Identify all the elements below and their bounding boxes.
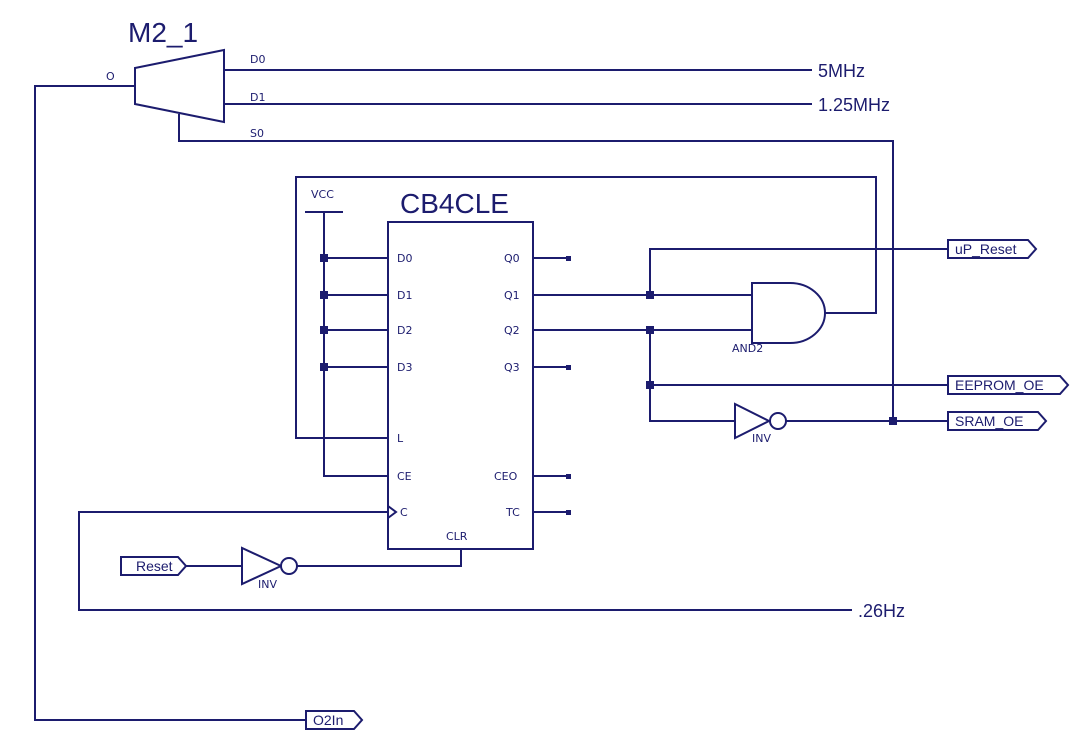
mux-pin-s0: S0 — [250, 127, 264, 140]
junction-dot — [646, 326, 654, 334]
and-gate-label: AND2 — [732, 342, 763, 355]
port-label-reset: Reset — [136, 558, 173, 574]
mux-m2-1: M2_1 O D0 D1 S0 — [106, 17, 265, 140]
port-shape — [947, 411, 1048, 431]
counter-pin-d0: D0 — [397, 252, 412, 265]
counter-pin-q0: Q0 — [504, 252, 520, 265]
terminal-q3 — [566, 365, 571, 370]
mux-pin-o: O — [106, 70, 115, 83]
mux-pin-d0: D0 — [250, 53, 265, 66]
counter-pin-d1: D1 — [397, 289, 412, 302]
port-eeprom-oe[interactable]: EEPROM_OE — [947, 375, 1070, 395]
mux-body — [134, 48, 225, 124]
and2-gate: AND2 — [732, 282, 826, 355]
port-label-eeprom-oe: EEPROM_OE — [955, 377, 1044, 393]
counter-pin-d2: D2 — [397, 324, 412, 337]
inverter-label: INV — [752, 432, 771, 445]
junction-dot — [889, 417, 897, 425]
vcc-source: VCC — [305, 188, 388, 477]
counter-pin-l: L — [397, 432, 404, 445]
mux-title: M2_1 — [128, 17, 198, 48]
port-reset[interactable]: Reset — [120, 556, 188, 576]
inverter-sram: INV — [734, 402, 787, 445]
counter-body — [387, 221, 534, 550]
port-sram-oe[interactable]: SRAM_OE — [947, 411, 1048, 431]
net-clr — [297, 549, 462, 567]
port-shape — [120, 556, 188, 576]
net-label-26hz: .26Hz — [858, 601, 905, 621]
net-label-1-25mhz: 1.25MHz — [818, 95, 890, 115]
terminal-q0 — [566, 256, 571, 261]
net-label-5mhz: 5MHz — [818, 61, 865, 81]
inverter-label: INV — [258, 578, 277, 591]
net-up-reset — [649, 248, 948, 295]
port-shape — [947, 239, 1038, 259]
counter-title: CB4CLE — [400, 188, 509, 219]
net-clock-26hz — [78, 511, 852, 611]
port-label-sram-oe: SRAM_OE — [955, 413, 1023, 429]
net-and-to-load — [295, 176, 877, 439]
port-up-reset[interactable]: uP_Reset — [947, 239, 1038, 259]
net-s0-select — [178, 114, 894, 421]
counter-cb4cle: CB4CLE D0 D1 D2 D3 L CE C Q0 Q1 Q2 Q3 CE… — [387, 188, 534, 550]
clock-edge-marker — [387, 505, 398, 519]
counter-pin-q1: Q1 — [504, 289, 520, 302]
terminal-ceo — [566, 474, 571, 479]
counter-pin-tc: TC — [505, 506, 520, 519]
counter-pin-q2: Q2 — [504, 324, 520, 337]
port-shape — [947, 375, 1070, 395]
mux-input-nets: 5MHz 1.25MHz — [224, 61, 890, 115]
inverter-body — [734, 402, 772, 440]
counter-pin-d3: D3 — [397, 361, 412, 374]
junction-dot — [646, 381, 654, 389]
net-q2-branch — [649, 330, 735, 422]
and-gate-body — [751, 282, 826, 344]
junction-dot — [320, 254, 328, 262]
counter-pin-clr: CLR — [446, 530, 468, 543]
counter-pin-c: C — [400, 506, 408, 519]
terminal-tc — [566, 510, 571, 515]
counter-pin-ceo: CEO — [494, 470, 518, 483]
counter-pin-ce: CE — [397, 470, 412, 483]
port-label-up-reset: uP_Reset — [955, 241, 1017, 257]
inverter-bubble — [280, 557, 298, 575]
counter-pin-q3: Q3 — [504, 361, 520, 374]
junction-dot — [320, 326, 328, 334]
port-o2in[interactable]: O2In — [305, 710, 364, 730]
junction-dot — [320, 363, 328, 371]
net-mux-output — [34, 85, 306, 721]
inverter-bubble — [769, 412, 787, 430]
net-vcc — [323, 212, 388, 477]
port-shape — [305, 710, 364, 730]
port-label-o2in: O2In — [313, 712, 343, 728]
junction-dot — [646, 291, 654, 299]
unconnected-outputs — [533, 256, 571, 515]
inverter-reset: INV — [241, 546, 298, 591]
junction-dot — [320, 291, 328, 299]
mux-pin-d1: D1 — [250, 91, 265, 104]
vcc-label: VCC — [311, 188, 334, 201]
